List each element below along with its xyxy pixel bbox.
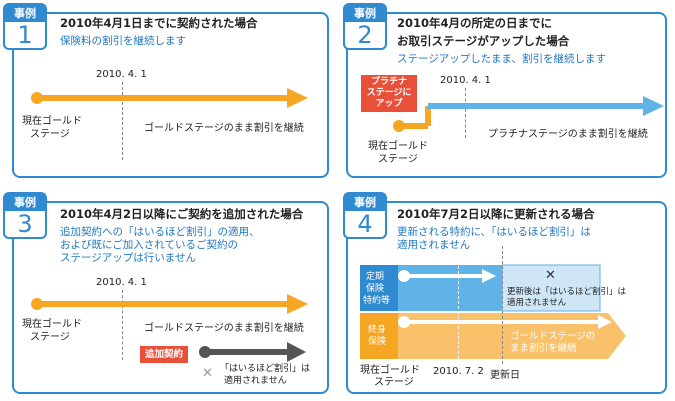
case-2-result-label: プラチナステージのまま割引を継続 <box>488 129 648 140</box>
case-label: 事例 <box>345 5 385 22</box>
case-4-row2-label-2: 保険 <box>368 337 387 347</box>
case-4-after-update-1: 更新後は「はいるほど割引」は <box>507 287 627 297</box>
case-1-subtitle: 保険料の割引を継続します <box>60 35 186 47</box>
case-1-date: 2010. 4. 1 <box>96 69 147 80</box>
case-3-start-label-1: 現在ゴールド <box>22 319 82 330</box>
case-3-subtitle-1: 追加契約への「はいるほど割引」の適用、 <box>60 226 260 238</box>
case-2-start-label-2: ステージ <box>378 154 418 165</box>
case-2-start-label-1: 現在ゴールド <box>368 141 428 152</box>
case-1-result-label: ゴールドステージのまま割引を継続 <box>144 123 304 134</box>
case-4-update-label: 更新日 <box>490 370 520 381</box>
badge-line: ステージに <box>366 88 412 98</box>
case-3-start-dot <box>31 298 43 310</box>
case-number: 1 <box>17 21 33 49</box>
case-1-date-line <box>122 82 123 160</box>
case-4-title: 2010年7月2日以降に更新される場合 <box>397 207 595 221</box>
case-4-row1-dot <box>398 270 410 282</box>
case-2-start-dot <box>393 120 405 132</box>
case-label: 事例 <box>5 5 45 22</box>
case-4-date: 2010. 7. 2 <box>433 366 484 377</box>
case-label: 事例 <box>5 194 45 211</box>
case-4-row1-label-1: 定期 <box>366 272 385 282</box>
case-4-row1-label-3: 特約等 <box>363 296 391 306</box>
case-label: 事例 <box>345 194 385 211</box>
case-2-platinum-badge: プラチナ ステージに アップ <box>361 75 417 112</box>
cross-icon: ✕ <box>545 268 556 283</box>
case-number: 2 <box>357 21 373 49</box>
case-4-row2-label-1: 終身 <box>368 325 387 335</box>
case-2-date: 2010. 4. 1 <box>440 75 491 86</box>
case-4-subtitle-1: 更新される特約に、「はいるほど割引」は <box>397 226 591 238</box>
case-3-title: 2010年4月2日以降にご契約を追加された場合 <box>60 207 304 221</box>
case-number: 4 <box>357 210 373 238</box>
case-2-subtitle: ステージアップしたまま、割引を継続します <box>397 53 607 65</box>
badge-line: アップ <box>375 99 403 109</box>
case-1-title: 2010年4月1日までに契約された場合 <box>60 16 258 30</box>
case-1-start-label-1: 現在ゴールド <box>22 116 82 127</box>
cross-icon: ✕ <box>202 366 213 381</box>
case-4-subtitle-2: 適用されません <box>397 239 471 251</box>
case-3-result-label: ゴールドステージのまま割引を継続 <box>144 323 304 334</box>
case-4-after-update-2: 適用されません <box>507 298 567 308</box>
case-4-row2-dot <box>398 316 410 328</box>
case-4-update-line <box>502 246 503 364</box>
case-3-additional-badge: 追加契約 <box>140 346 189 363</box>
case-3-additional-dot <box>199 346 211 358</box>
case-4-start-label-1: 現在ゴールド <box>360 365 420 376</box>
case-3-not-applied-1: 「はいるほど割引」は <box>220 364 311 374</box>
case-2-title-1: 2010年4月の所定の日までに <box>397 16 553 30</box>
case-4-start-label-2: ステージ <box>374 377 414 388</box>
case-3-subtitle-3: ステージアップは行いません <box>60 252 196 264</box>
badge-line: プラチナ <box>370 77 407 87</box>
case-4-row2-result-2: まま割引を継続 <box>510 343 577 354</box>
case-4-date-line <box>458 246 459 364</box>
case-3-date-line <box>122 290 123 360</box>
case-4-tab: 事例 4 <box>343 192 387 239</box>
case-3-not-applied-2: 適用されません <box>224 376 287 386</box>
case-4-row2-result-1: ゴールドステージの <box>510 331 596 342</box>
case-1-tab: 事例 1 <box>3 3 47 50</box>
case-3-start-label-2: ステージ <box>30 332 70 343</box>
case-1-start-dot <box>31 92 43 104</box>
case-number: 3 <box>17 210 33 238</box>
case-2-date-line <box>465 88 466 138</box>
case-4-row1-label-2: 保険 <box>366 284 385 294</box>
case-2-tab: 事例 2 <box>343 3 387 50</box>
case-3-subtitle-2: および既にご加入されているご契約の <box>60 239 238 251</box>
case-3-date: 2010. 4. 1 <box>96 277 147 288</box>
case-3-tab: 事例 3 <box>3 192 47 239</box>
case-2-title-2: お取引ステージがアップした場合 <box>397 34 570 48</box>
case-1-start-label-2: ステージ <box>30 129 70 140</box>
